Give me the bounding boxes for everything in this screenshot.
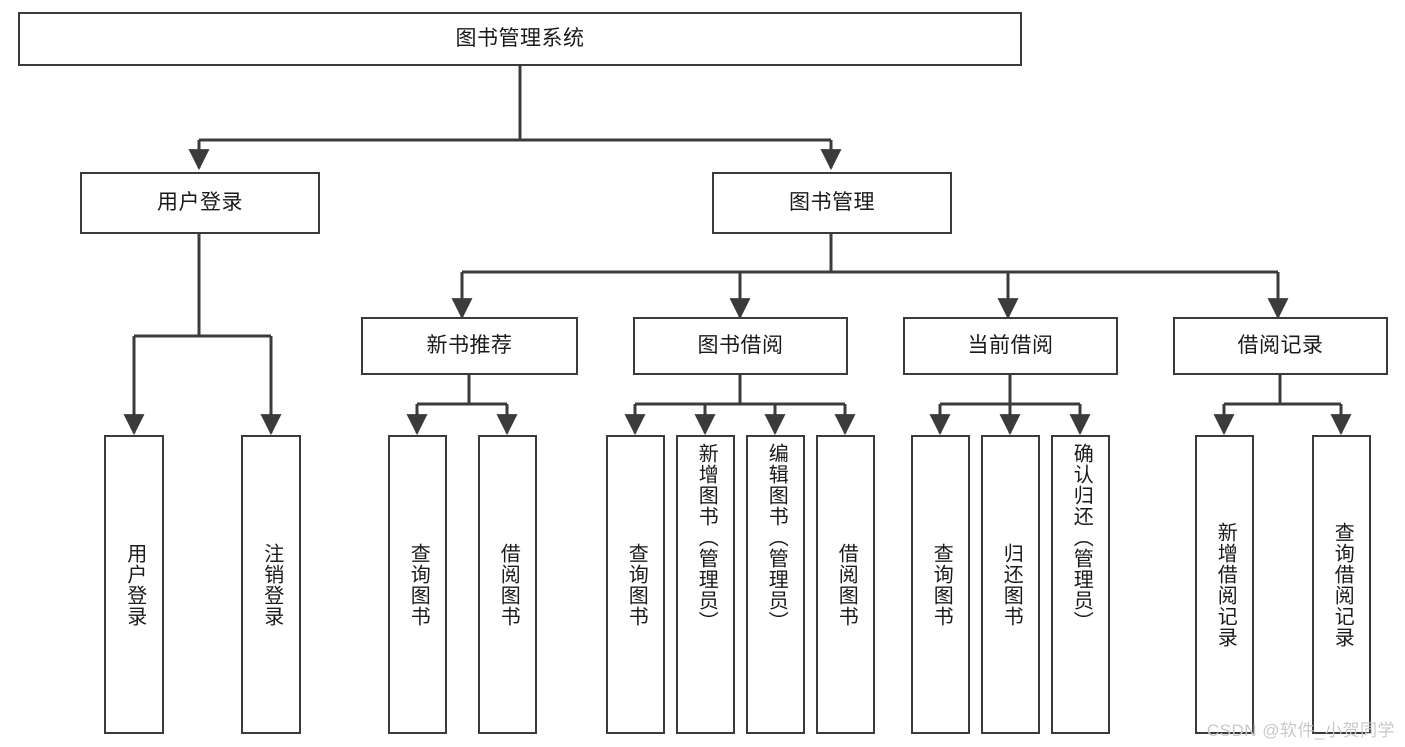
node-label: 编辑图书（管理员）	[765, 443, 788, 632]
node-label: 查询图书	[407, 542, 430, 627]
leaf-borrow-book-recommend[interactable]: 借阅图书	[478, 435, 537, 734]
leaf-return-book[interactable]: 归还图书	[981, 435, 1040, 734]
node-label: 归还图书	[1000, 542, 1023, 627]
leaf-edit-book-admin[interactable]: 编辑图书（管理员）	[746, 435, 805, 734]
leaf-add-borrow-record[interactable]: 新增借阅记录	[1195, 435, 1254, 734]
node-label: 用户登录	[157, 190, 243, 214]
node-label: 新书推荐	[426, 333, 513, 357]
leaf-query-borrow-record[interactable]: 查询借阅记录	[1312, 435, 1371, 734]
leaf-add-book-admin[interactable]: 新增图书（管理员）	[676, 435, 735, 734]
leaf-query-book-recommend[interactable]: 查询图书	[388, 435, 447, 734]
leaf-logout[interactable]: 注销登录	[241, 435, 301, 734]
node-new-book-recommend[interactable]: 新书推荐	[361, 317, 578, 375]
node-book-management[interactable]: 图书管理	[712, 172, 952, 234]
csdn-watermark: CSDN @软件_小贺同学	[1206, 721, 1395, 740]
leaf-confirm-return-admin[interactable]: 确认归还（管理员）	[1051, 435, 1110, 734]
leaf-borrow-book[interactable]: 借阅图书	[816, 435, 875, 734]
node-label: 确认归还（管理员）	[1070, 443, 1093, 632]
node-label: 图书借阅	[697, 333, 784, 357]
leaf-query-book-borrow[interactable]: 查询图书	[606, 435, 665, 734]
node-book-borrow[interactable]: 图书借阅	[633, 317, 848, 375]
node-current-borrow[interactable]: 当前借阅	[903, 317, 1118, 375]
node-label: 图书管理	[789, 190, 875, 214]
leaf-query-book-current[interactable]: 查询图书	[911, 435, 970, 734]
node-label: 当前借阅	[967, 333, 1054, 357]
node-label: 查询图书	[625, 542, 648, 627]
node-root-system[interactable]: 图书管理系统	[18, 12, 1022, 66]
node-label: 借阅记录	[1237, 333, 1324, 357]
node-label: 新增借阅记录	[1214, 521, 1237, 648]
node-label: 新增图书（管理员）	[695, 443, 718, 632]
leaf-user-login[interactable]: 用户登录	[104, 435, 164, 734]
node-user-login[interactable]: 用户登录	[80, 172, 320, 234]
node-borrow-records[interactable]: 借阅记录	[1173, 317, 1388, 375]
node-label: 用户登录	[123, 542, 146, 627]
node-label: 借阅图书	[497, 542, 520, 627]
node-label: 注销登录	[260, 542, 283, 627]
node-label: 图书管理系统	[455, 26, 585, 50]
node-label: 查询图书	[930, 542, 953, 627]
node-label: 借阅图书	[835, 542, 858, 627]
node-label: 查询借阅记录	[1331, 521, 1354, 648]
